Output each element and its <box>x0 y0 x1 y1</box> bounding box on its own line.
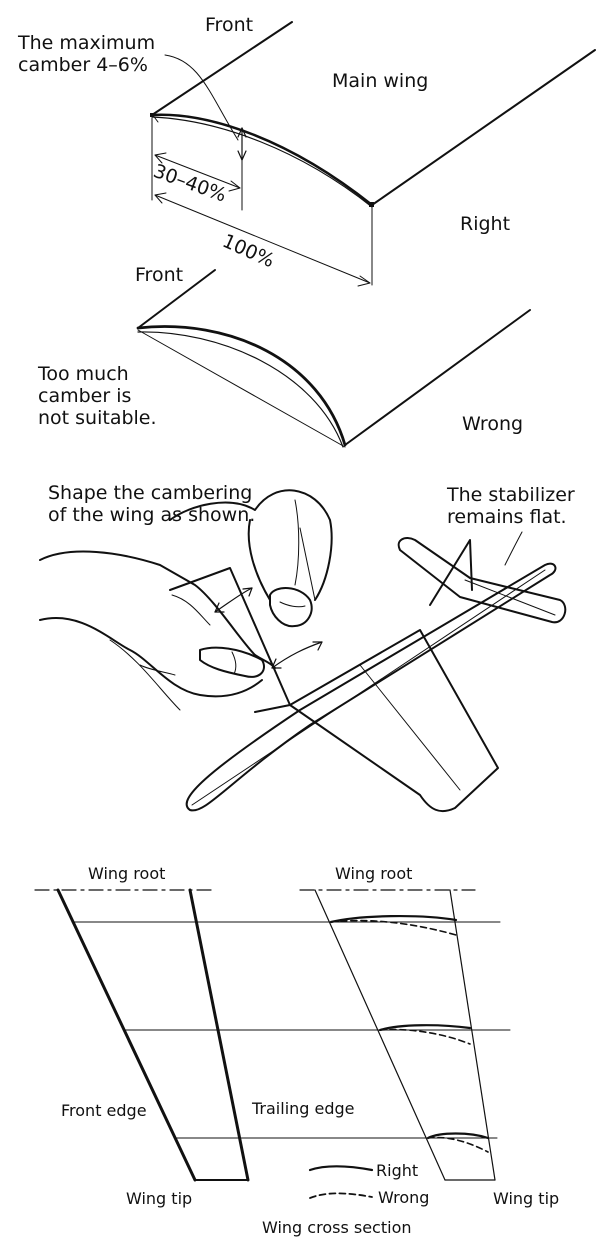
right-label: Right <box>460 213 511 235</box>
front-edge-label: Front edge <box>61 1101 147 1120</box>
legend-right-swatch <box>308 1165 374 1172</box>
hands-and-glider <box>39 489 567 813</box>
too-much-camber-line1: Too much <box>38 363 129 385</box>
too-much-camber-line2: camber is <box>38 385 132 407</box>
shape-cambering-line1: Shape the cambering <box>48 482 253 504</box>
stabilizer-label-line1: The stabilizer <box>447 484 575 506</box>
front-label-wrong: Front <box>135 264 184 286</box>
main-wing-wrong <box>136 269 531 448</box>
legend-wrong-label: Wrong <box>378 1188 430 1207</box>
legend-wrong-swatch <box>309 1192 373 1199</box>
wrong-label: Wrong <box>462 413 524 435</box>
front-label-top: Front <box>205 14 254 36</box>
cross-section-left <box>34 888 511 1182</box>
max-camber-label-line2: camber 4–6% <box>18 54 148 76</box>
legend-right-label: Right <box>376 1161 419 1180</box>
main-wing-right <box>150 21 596 287</box>
legend <box>308 1165 374 1199</box>
wing-root-label-left: Wing root <box>88 864 166 883</box>
trailing-edge-label: Trailing edge <box>252 1099 355 1118</box>
wing-cross-section-caption: Wing cross section <box>262 1218 412 1237</box>
wing-tip-label-left: Wing tip <box>126 1189 193 1208</box>
shape-cambering-line2: of the wing as shown. <box>48 504 256 526</box>
max-camber-label-line1: The maximum <box>18 32 156 54</box>
main-wing-label: Main wing <box>332 70 429 92</box>
stabilizer-label-line2: remains flat. <box>447 506 567 528</box>
wing-tip-label-right: Wing tip <box>493 1189 560 1208</box>
wing-root-label-right: Wing root <box>335 864 413 883</box>
too-much-camber-line3: not suitable. <box>38 407 157 429</box>
cross-section-right <box>299 889 496 1181</box>
